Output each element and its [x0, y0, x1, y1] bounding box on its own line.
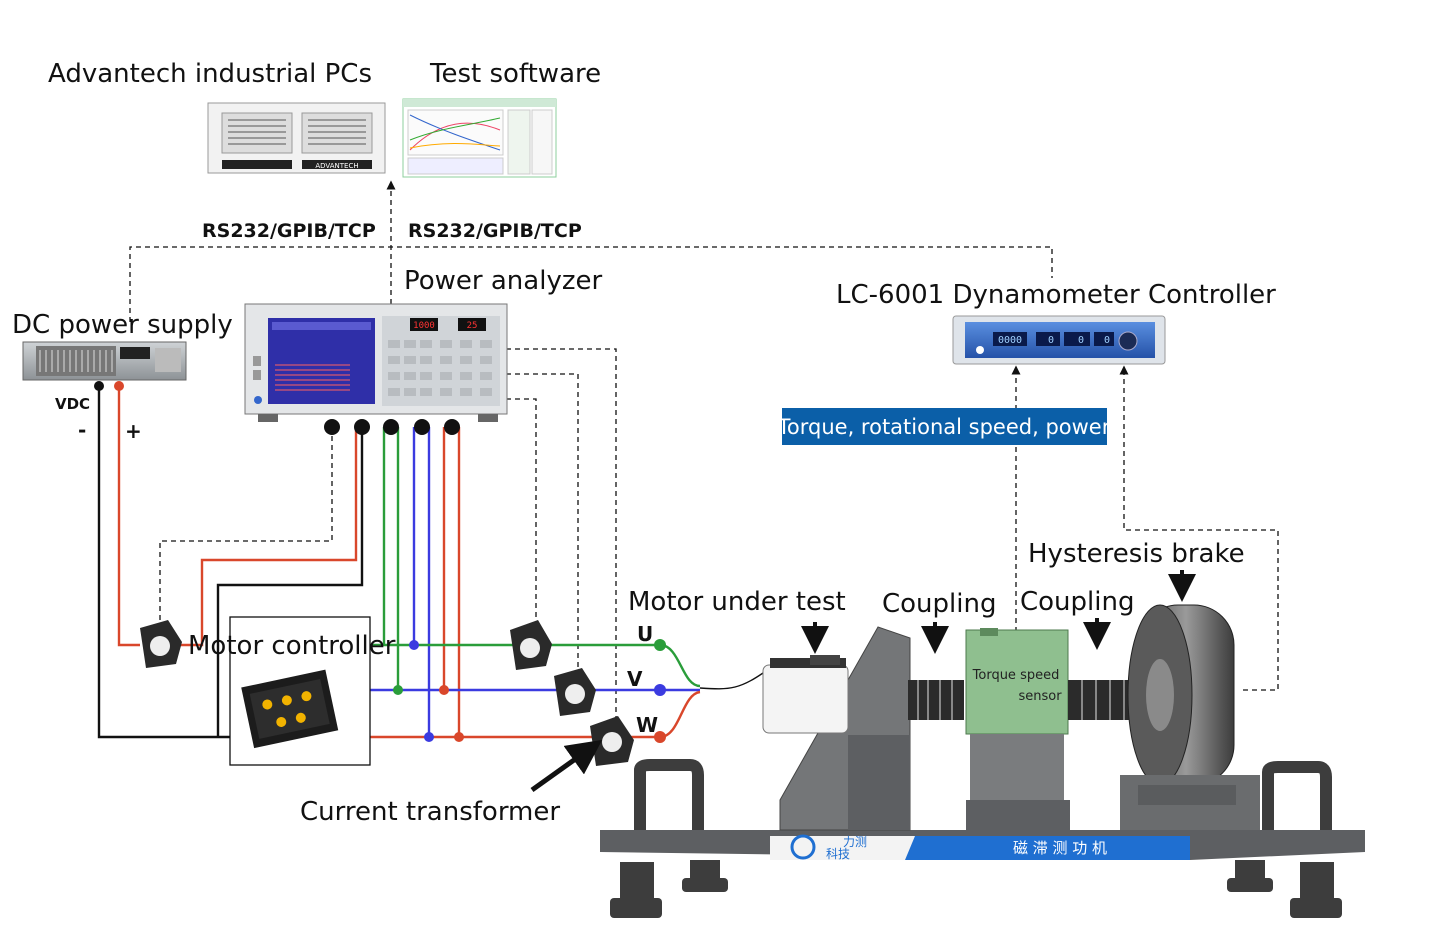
bench-logo-icon [790, 834, 816, 860]
wire-junctions [393, 639, 666, 743]
test-bench [600, 604, 1365, 918]
dyno-readout-1: 0000 [998, 335, 1022, 346]
ct-v [554, 668, 596, 716]
pc-brand-text: ADVANTECH [315, 162, 358, 170]
ct-w [590, 716, 634, 766]
power-analyzer: 1000 25 [244, 303, 508, 422]
component-pointer-arrows [801, 570, 1196, 654]
hysteresis-brake-label: Hysteresis brake [1028, 539, 1245, 569]
current-transformer-label: Current transformer [300, 797, 560, 827]
torque-badge-text: Torque, rotational speed, power [777, 415, 1111, 439]
analyzer-readout-1: 1000 [413, 321, 435, 331]
ct-pointer-arrow [530, 739, 603, 793]
software-label: Test software [429, 59, 601, 89]
ct-u [510, 620, 552, 670]
motor-controller [229, 616, 371, 766]
bench-brand-2: 科技 [826, 847, 850, 861]
dc-supply-label: DC power supply [12, 310, 233, 340]
dyno-controller-label: LC-6001 Dynamometer Controller [836, 280, 1276, 310]
industrial-pc: ADVANTECH [207, 102, 386, 174]
dyno-signal-lines [1011, 365, 1279, 691]
bench-name: 磁 滞 测 功 机 [1013, 839, 1107, 857]
analyzer-readout-2: 25 [467, 321, 478, 331]
sensor-label-line1: Torque speed [972, 668, 1060, 683]
phase-v-label: V [627, 667, 643, 691]
ct-dc [140, 620, 182, 668]
comm-links [129, 180, 1053, 322]
phase-u-label: U [637, 622, 653, 646]
motor-under-test-label: Motor under test [628, 587, 846, 617]
dc-terminals [94, 381, 124, 391]
dynamometer-controller: 0000 0 0 0 [952, 315, 1166, 365]
torque-badge: Torque, rotational speed, power [777, 408, 1111, 445]
power-wires [97, 386, 771, 739]
ct-signal-lines [159, 348, 617, 720]
dyno-readout-3: 0 [1078, 335, 1084, 346]
link-label-right: RS232/GPIB/TCP [408, 220, 582, 242]
dyno-readout-2: 0 [1048, 335, 1054, 346]
minus-label: - [78, 418, 86, 442]
plus-label: + [125, 419, 142, 443]
coupling-label-1: Coupling [882, 589, 996, 619]
vdc-label: VDC [55, 395, 90, 413]
analyzer-terminals [324, 419, 460, 435]
pcs-label: Advantech industrial PCs [48, 59, 372, 89]
motor-controller-label: Motor controller [188, 631, 396, 661]
dyno-readout-4: 0 [1104, 335, 1110, 346]
bench-brand-1: 力测 [843, 835, 867, 849]
phase-w-label: W [636, 713, 658, 737]
power-analyzer-label: Power analyzer [404, 266, 602, 296]
coupling-label-2: Coupling [1020, 587, 1134, 617]
link-label-left: RS232/GPIB/TCP [202, 220, 376, 242]
dc-power-supply [22, 341, 187, 381]
sensor-label-line2: sensor [1018, 689, 1062, 704]
test-software-screenshot [402, 98, 557, 178]
